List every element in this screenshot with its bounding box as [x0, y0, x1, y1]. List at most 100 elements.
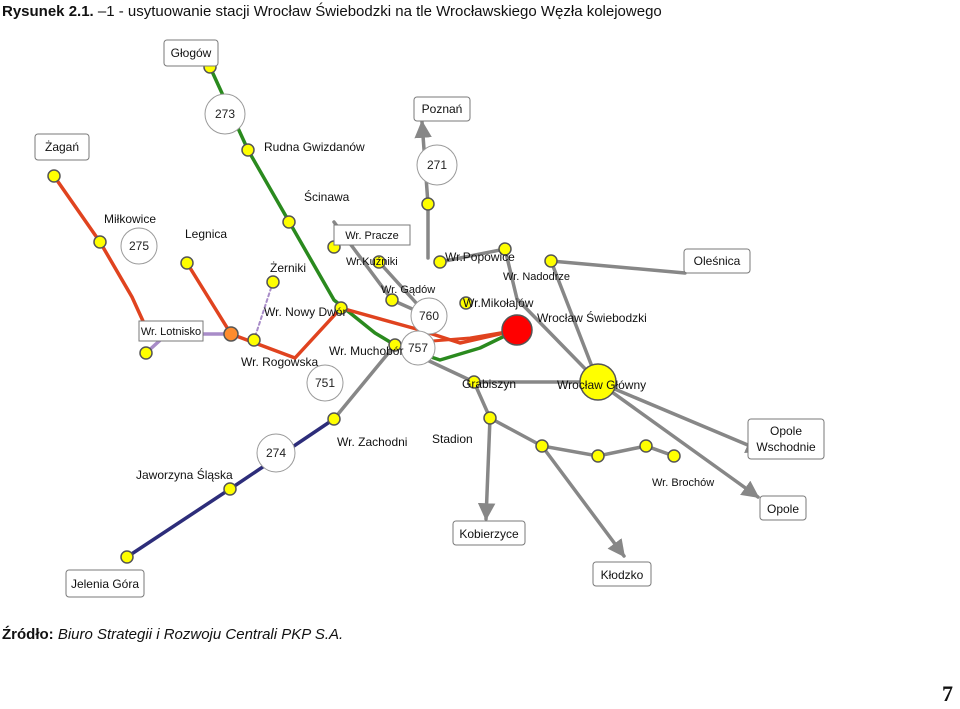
station-zachodni: [327, 412, 341, 426]
badge-757-circle: [400, 330, 436, 366]
box-klodzko: [592, 561, 652, 587]
violet-dotted-zerniki: [253, 281, 274, 341]
label-jaworzyna: Jaworzyna Śląska: [136, 467, 233, 482]
source-text: Biuro Strategii i Rozwoju Centrali PKP S…: [53, 626, 344, 643]
line-number-texts: 273 271 275 760 757 751 274: [129, 107, 447, 460]
station-nadodrze: [544, 254, 558, 268]
station-546: [535, 439, 549, 453]
label-milkowice: Miłkowice: [104, 212, 156, 226]
badge-751: 751: [315, 376, 335, 390]
station-popowice: [433, 255, 447, 269]
station-505: [498, 242, 512, 256]
stations: [47, 60, 681, 564]
label-brochow: Wr. Brochów: [652, 477, 714, 489]
box-zagan: [34, 133, 90, 161]
station-stadion: [483, 411, 497, 425]
line-to-kobierzyce: [477, 416, 496, 521]
label-nadodrze: Wr. Nadodrze: [503, 271, 570, 283]
label-lotnisko: Wr. Lotnisko: [141, 326, 201, 338]
source-label: Źródło:: [2, 626, 54, 643]
page-number: 7: [942, 681, 953, 706]
badge-751-circle: [306, 364, 344, 402]
station-271-junction: [421, 197, 435, 211]
figure-source: Źródło: Biuro Strategii i Rozwoju Centra…: [2, 626, 343, 643]
station-brochow: [667, 449, 681, 463]
box-kobierzyce: [452, 520, 526, 546]
station-nowy-dwor: [334, 301, 348, 315]
station-glowny: [579, 363, 617, 401]
label-olesnica: Oleśnica: [694, 254, 741, 268]
line-zachodni-nowydwor: [332, 343, 397, 421]
green-line-glogow: [208, 65, 519, 362]
badge-273: 273: [215, 107, 235, 121]
label-kuzniki: Wr.Kuźniki: [346, 256, 398, 268]
figure-number: Rysunek 2.1.: [2, 3, 94, 20]
station-rudna: [241, 143, 255, 157]
label-gadow: Wr. Gądów: [381, 284, 435, 296]
station-lotnisko: [139, 346, 153, 360]
label-grabiszyn: Grabiszyn: [462, 377, 516, 391]
label-rogowska: Wr. Rogowska: [241, 355, 318, 369]
red-line-zagan: [52, 174, 150, 334]
box-opole: [759, 495, 807, 521]
label-mikolajow: Wr.Mikołajów: [463, 296, 534, 310]
label-stadion: Stadion: [432, 432, 473, 446]
badge-273-circle: [204, 93, 246, 135]
figure-caption: Rysunek 2.1. –1 - usytuowanie stacji Wro…: [2, 3, 662, 20]
label-opole-wsch-1: Opole: [770, 424, 802, 438]
label-pracze: Wr. Pracze: [345, 230, 399, 242]
diagram-labels: Głogów Poznań Żagań Rudna Gwizdanów Ścin…: [45, 46, 816, 591]
station-scinawa: [282, 215, 296, 229]
station-swiebodzki: [501, 314, 533, 346]
station-rogowska-orange: [223, 326, 239, 342]
badge-757: 757: [408, 341, 428, 355]
badge-760-circle: [410, 297, 448, 335]
station-646: [639, 439, 653, 453]
label-zagan: Żagań: [45, 140, 79, 154]
label-glowny: Wrocław Główny: [557, 378, 646, 392]
label-popowice: Wr.Popowice: [445, 250, 515, 264]
label-swiebodzki: Wrocław Świebodzki: [537, 310, 647, 325]
station-598: [591, 449, 605, 463]
station-jaworzyna: [223, 482, 237, 496]
label-glogow: Głogów: [171, 46, 212, 60]
label-opole-wsch-2: Wschodnie: [756, 440, 816, 454]
badge-275: 275: [129, 239, 149, 253]
badge-760: 760: [419, 309, 439, 323]
station-rogowska: [247, 333, 261, 347]
label-zachodni: Wr. Zachodni: [337, 435, 407, 449]
line-551-glowny: [549, 259, 600, 384]
box-olesnica: [683, 248, 751, 274]
box-opole-wsch: [747, 418, 825, 460]
station-milkowice: [93, 235, 107, 249]
label-jelenia: Jelenia Góra: [71, 577, 139, 591]
line-to-klodzko: [540, 444, 626, 558]
line-to-olesnica: [549, 259, 687, 275]
label-nowy-dwor: Wr. Nowy Dwór: [264, 305, 346, 319]
gray-rail-lines: [332, 120, 764, 558]
station-jelenia: [120, 550, 134, 564]
badge-271-circle: [416, 144, 458, 186]
badge-274-circle: [256, 433, 296, 473]
station-legnica: [180, 256, 194, 270]
box-lotnisko: [138, 320, 204, 342]
box-glogow: [163, 39, 219, 67]
station-kuzniki: [372, 255, 386, 269]
station-grabiszyn: [467, 375, 481, 389]
box-jelenia: [65, 569, 145, 598]
label-scinawa: Ścinawa: [304, 189, 350, 204]
label-zerniki: Żerniki: [270, 261, 306, 275]
label-kobierzyce: Kobierzyce: [459, 527, 519, 541]
box-pracze: [333, 224, 411, 246]
station-gadow: [385, 293, 399, 307]
badge-275-circle: [120, 227, 158, 265]
label-opole: Opole: [767, 502, 799, 516]
badge-274: 274: [266, 446, 286, 460]
destination-boxes: [34, 39, 825, 598]
station-zagan: [47, 169, 61, 183]
label-poznan: Poznań: [422, 102, 463, 116]
line-number-badges: [120, 93, 458, 473]
label-rudna: Rudna Gwizdanów: [264, 140, 365, 154]
label-muchobor: Wr. Muchobór: [329, 344, 403, 358]
